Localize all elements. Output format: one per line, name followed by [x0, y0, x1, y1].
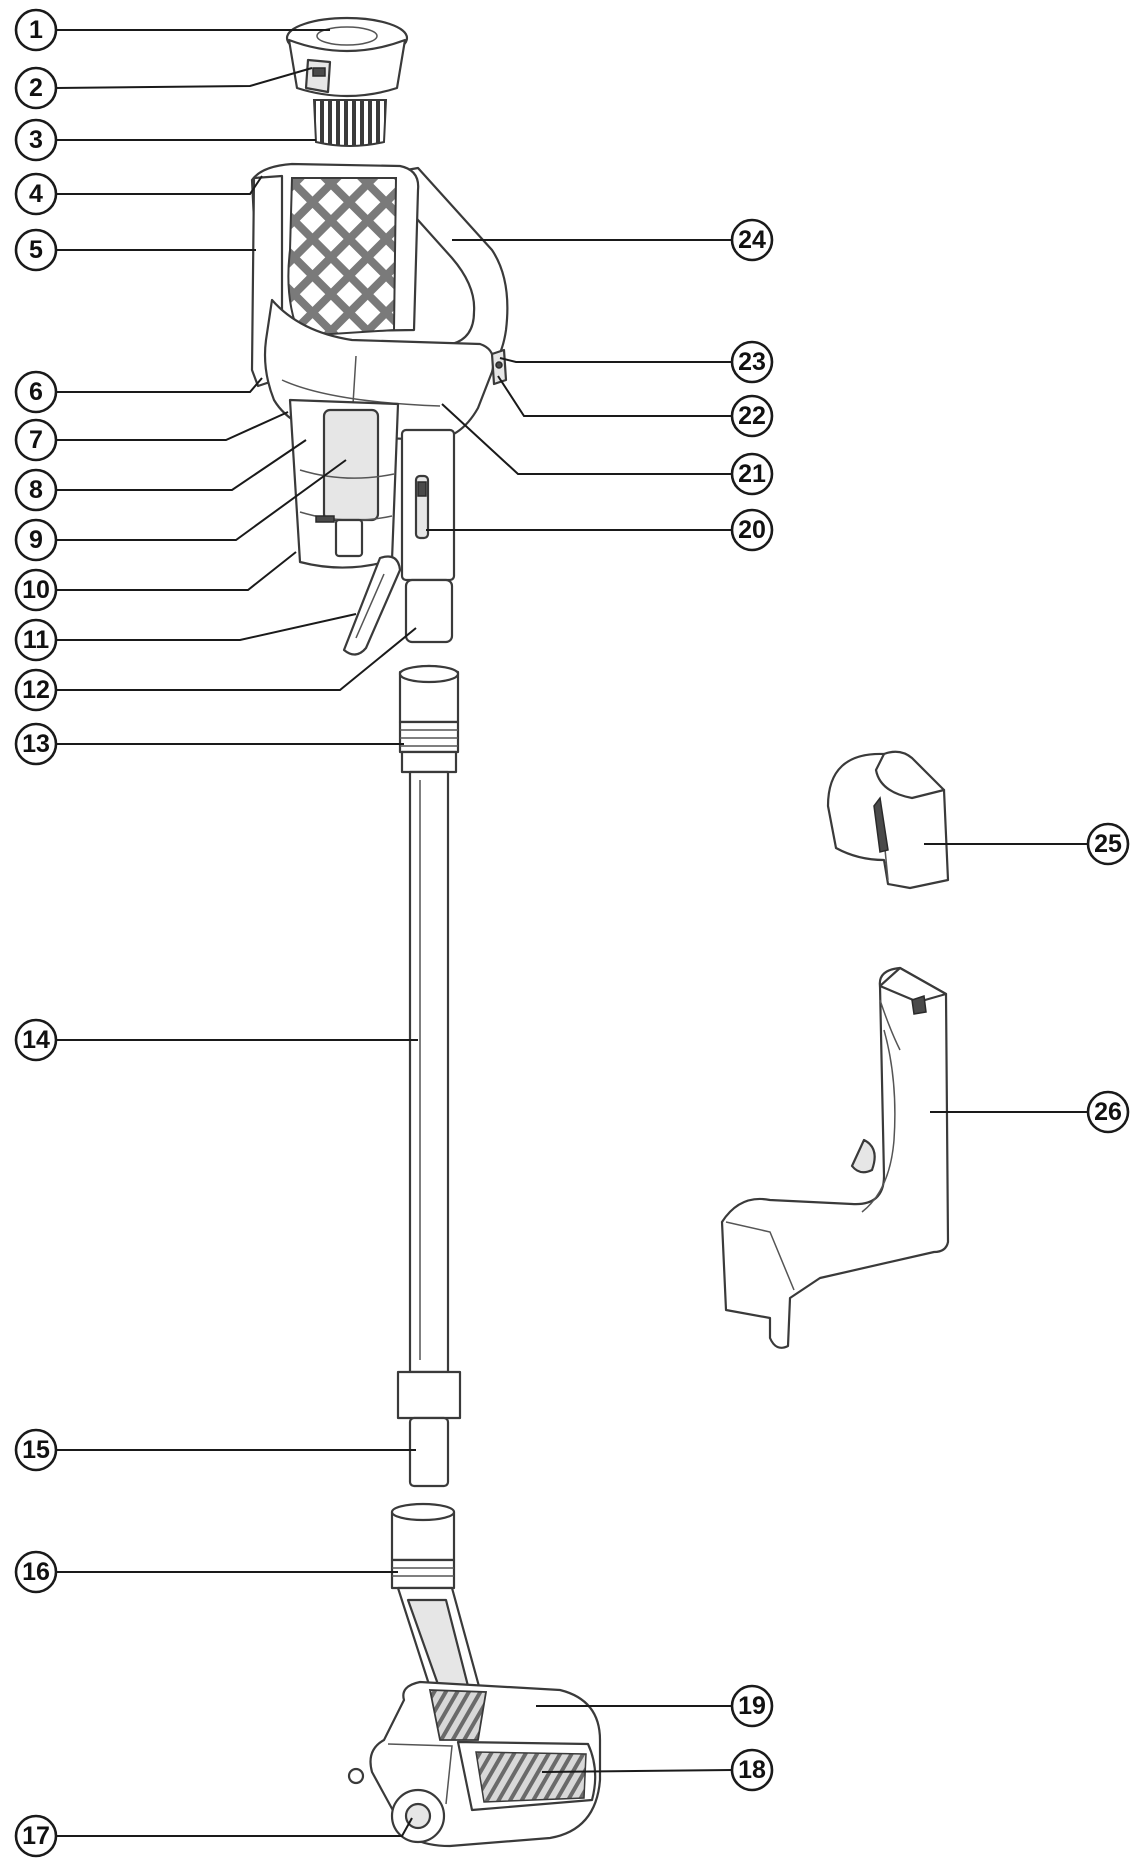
leader-lines — [55, 29, 1088, 1837]
svg-text:9: 9 — [29, 526, 43, 554]
svg-text:7: 7 — [29, 426, 43, 454]
wall-mount-bracket — [720, 966, 950, 1349]
svg-text:2: 2 — [29, 74, 43, 102]
floor-nozzle — [347, 1502, 602, 1848]
filter-cap — [285, 16, 409, 98]
svg-text:10: 10 — [22, 576, 50, 604]
svg-text:6: 6 — [29, 378, 43, 406]
svg-text:24: 24 — [738, 226, 766, 254]
svg-text:16: 16 — [22, 1558, 50, 1586]
svg-text:21: 21 — [738, 460, 766, 488]
callout-4: 4 — [14, 172, 58, 216]
callout-13: 13 — [14, 722, 58, 766]
svg-text:18: 18 — [738, 1756, 766, 1784]
callout-7: 7 — [14, 418, 58, 462]
svg-text:20: 20 — [738, 516, 766, 544]
svg-text:14: 14 — [22, 1026, 50, 1054]
callout-16: 16 — [14, 1550, 58, 1594]
svg-text:1: 1 — [29, 16, 43, 44]
callout-23: 23 — [730, 340, 774, 384]
svg-text:15: 15 — [22, 1436, 50, 1464]
extension-wand — [396, 664, 462, 1488]
callout-22: 22 — [730, 394, 774, 438]
callout-25: 25 — [1086, 822, 1130, 866]
svg-text:25: 25 — [1094, 830, 1122, 858]
callout-17: 17 — [14, 1814, 58, 1858]
callout-8: 8 — [14, 468, 58, 512]
svg-text:22: 22 — [738, 402, 766, 430]
callout-3: 3 — [14, 118, 58, 162]
callout-21: 21 — [730, 452, 774, 496]
callout-9: 9 — [14, 518, 58, 562]
svg-text:4: 4 — [29, 180, 43, 208]
svg-text:12: 12 — [22, 676, 50, 704]
callout-26: 26 — [1086, 1090, 1130, 1134]
callout-10: 10 — [14, 568, 58, 612]
callout-19: 19 — [730, 1684, 774, 1728]
accessory-clip — [826, 750, 950, 890]
callout-20: 20 — [730, 508, 774, 552]
svg-text:8: 8 — [29, 476, 43, 504]
callout-18: 18 — [730, 1748, 774, 1792]
svg-text:5: 5 — [29, 236, 43, 264]
svg-text:26: 26 — [1094, 1098, 1122, 1126]
svg-text:3: 3 — [29, 126, 43, 154]
svg-text:23: 23 — [738, 348, 766, 376]
svg-text:11: 11 — [23, 626, 50, 654]
callout-11: 11 — [14, 618, 58, 662]
callout-5: 5 — [14, 228, 58, 272]
callout-14: 14 — [14, 1018, 58, 1062]
svg-text:19: 19 — [738, 1692, 766, 1720]
callout-15: 15 — [14, 1428, 58, 1472]
main-body — [250, 162, 509, 656]
callout-24: 24 — [730, 218, 774, 262]
pleated-filter — [312, 99, 388, 147]
callout-2: 2 — [14, 66, 58, 110]
svg-text:17: 17 — [22, 1822, 50, 1850]
callout-6: 6 — [14, 370, 58, 414]
callout-1: 1 — [14, 8, 58, 52]
callout-12: 12 — [14, 668, 58, 712]
svg-text:13: 13 — [22, 730, 50, 758]
